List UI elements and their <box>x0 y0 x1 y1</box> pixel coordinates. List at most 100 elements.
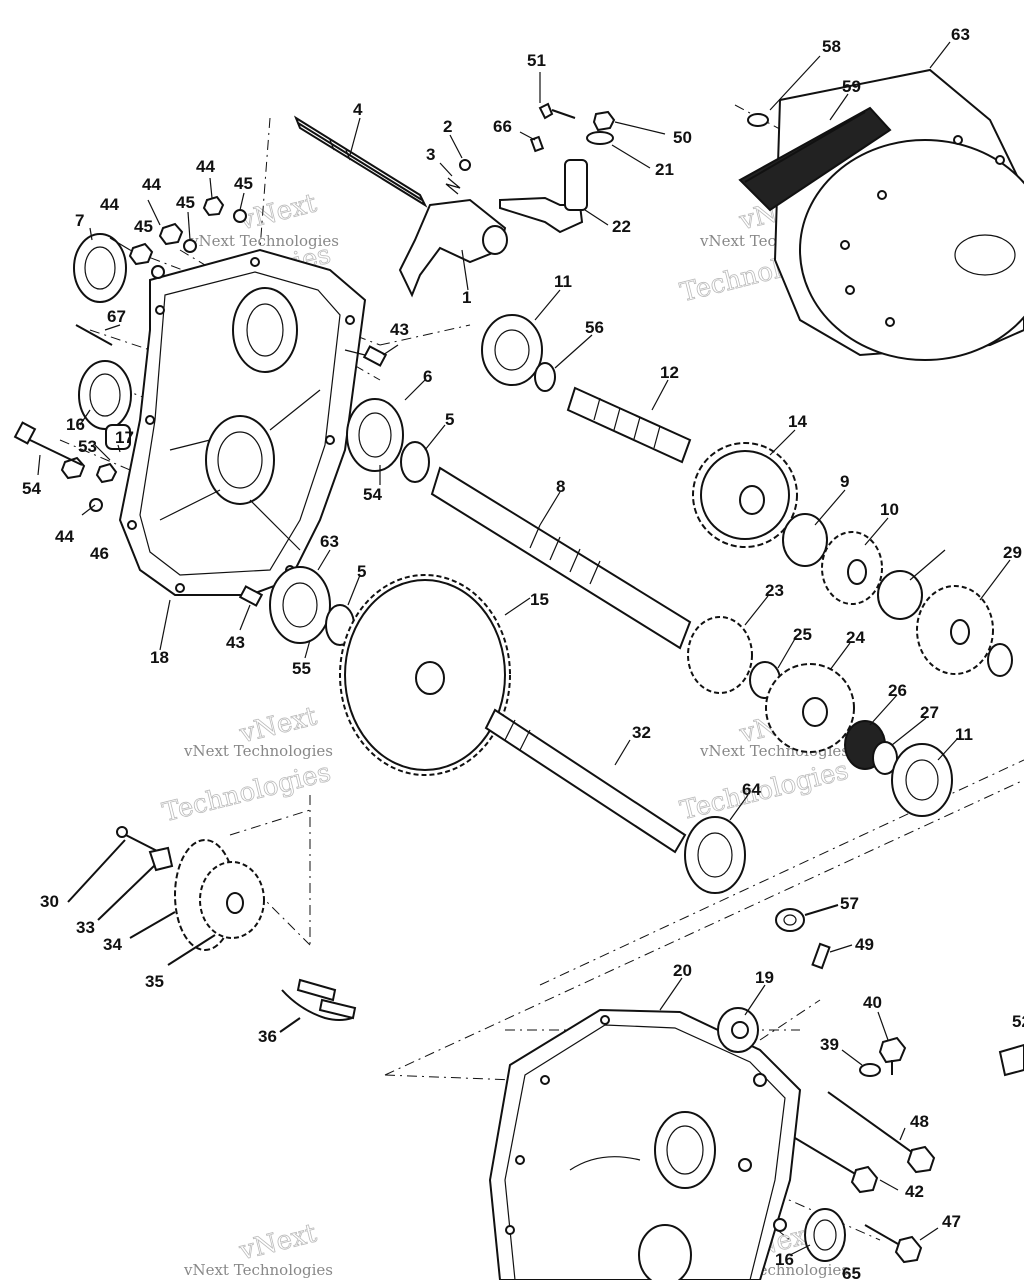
gear-14 <box>692 442 798 548</box>
output-gears <box>687 616 953 817</box>
input-shaft <box>566 386 692 464</box>
callout-22: 22 <box>612 217 631 236</box>
driven-clutch <box>738 68 1024 361</box>
callout-25: 25 <box>793 625 812 644</box>
callout-1: 1 <box>462 288 471 307</box>
callout-42: 42 <box>905 1182 924 1201</box>
callout-24: 24 <box>846 628 865 647</box>
callout-7: 7 <box>75 211 84 230</box>
upper-row-bearings <box>346 314 556 483</box>
large-gear-15 <box>339 574 511 776</box>
callout-64: 65 <box>842 1264 861 1280</box>
watermark-big-text: Technologies <box>677 756 851 827</box>
shift-arm <box>499 102 616 234</box>
callout-2: 2 <box>443 117 452 136</box>
callout-36: 36 <box>258 1027 277 1046</box>
callout-35: 35 <box>145 972 164 991</box>
main-shaft <box>430 466 692 650</box>
leader-lines <box>37 41 1011 1256</box>
plugs <box>775 908 907 1077</box>
bearing-bore <box>205 415 275 505</box>
watermark-brand: vNext <box>236 188 320 236</box>
callout-43: 43 <box>226 633 245 652</box>
callout-18: 18 <box>150 648 169 667</box>
callout-5: 5 <box>357 562 366 581</box>
callout-44: 44 <box>100 195 119 214</box>
callout-9: 9 <box>840 472 849 491</box>
callout-34: 34 <box>103 935 122 954</box>
callout-29: 29 <box>1003 543 1022 562</box>
callout-58: 59 <box>842 77 861 96</box>
callout-17: 17 <box>115 428 134 447</box>
case-bolts <box>794 1091 936 1264</box>
callout-3: 3 <box>426 145 435 164</box>
callout-32: 32 <box>632 723 651 742</box>
callout-11: 11 <box>554 272 572 291</box>
callout-63: 64 <box>742 780 761 799</box>
callout-45: 45 <box>234 174 253 193</box>
callout-47: 48 <box>910 1112 929 1131</box>
lower-left-bearing <box>269 566 355 646</box>
callout-44: 44 <box>142 175 161 194</box>
gear-case-cover <box>118 248 367 596</box>
callout-46: 47 <box>942 1212 961 1231</box>
callout-43: 43 <box>390 320 409 339</box>
callout-59: 63 <box>951 25 970 44</box>
callout-33: 33 <box>76 918 95 937</box>
callout-40: 40 <box>863 993 882 1012</box>
callout-45: 45 <box>134 217 153 236</box>
callout-44: 44 <box>196 157 215 176</box>
callout-16: 16 <box>66 415 85 434</box>
callout-50: 51 <box>527 51 546 70</box>
callout-39: 39 <box>820 1035 839 1054</box>
callout-30: 30 <box>40 892 59 911</box>
drive-belt <box>738 106 892 212</box>
callout-27: 27 <box>920 703 939 722</box>
callout-45: 45 <box>176 193 195 212</box>
callout-57: 58 <box>822 37 841 56</box>
callout-49: 50 <box>673 128 692 147</box>
master-link <box>281 978 357 1021</box>
callout-51: 52 <box>1012 1012 1024 1031</box>
callout-5: 5 <box>445 410 454 429</box>
watermark-brand: vNext <box>236 1218 320 1266</box>
upper-bore <box>232 287 298 373</box>
callout-21: 21 <box>655 160 674 179</box>
callout-26: 26 <box>888 681 907 700</box>
callout-23: 23 <box>765 581 784 600</box>
callout-54: 54 <box>363 485 382 504</box>
callout-4: 4 <box>353 100 363 119</box>
callout-12: 12 <box>660 363 679 382</box>
callout-65: 66 <box>493 117 512 136</box>
callout-52: 53 <box>78 437 97 456</box>
callout-6: 6 <box>423 367 432 386</box>
bolts-and-pins <box>13 324 388 607</box>
callout-44: 44 <box>55 527 74 546</box>
countershaft <box>484 708 746 894</box>
gear-case-half <box>488 1007 802 1280</box>
shift-shaft-and-fork <box>293 115 508 298</box>
callout-66: 67 <box>107 307 126 326</box>
lower-seal <box>804 1043 1024 1262</box>
sprocket-and-chain <box>116 826 265 951</box>
callout-11: 11 <box>955 725 973 744</box>
callout-55: 56 <box>585 318 604 337</box>
watermark-small-text: vNext Technologies <box>183 742 333 760</box>
callout-15: 15 <box>530 590 549 609</box>
watermark-big-text: Technologies <box>160 758 334 829</box>
callout-16: 16 <box>775 1250 794 1269</box>
callout-20: 20 <box>673 961 692 980</box>
callout-19: 19 <box>755 968 774 987</box>
oil-seals <box>73 233 132 450</box>
spacers-and-gears <box>782 513 1013 677</box>
callout-10: 10 <box>880 500 899 519</box>
callout-8: 8 <box>556 477 565 496</box>
callout-14: 14 <box>788 412 807 431</box>
watermark-small-text: vNext Technologies <box>183 1261 333 1279</box>
callout-labels: 1 2 3 4 5 5 6 7 8 9 10 11 11 12 14 15 16… <box>22 25 1024 1280</box>
watermark-small-text: vNext Technologies <box>189 232 339 250</box>
callout-63: 63 <box>320 532 339 551</box>
callout-48: 49 <box>855 935 874 954</box>
callout-56: 57 <box>840 894 859 913</box>
